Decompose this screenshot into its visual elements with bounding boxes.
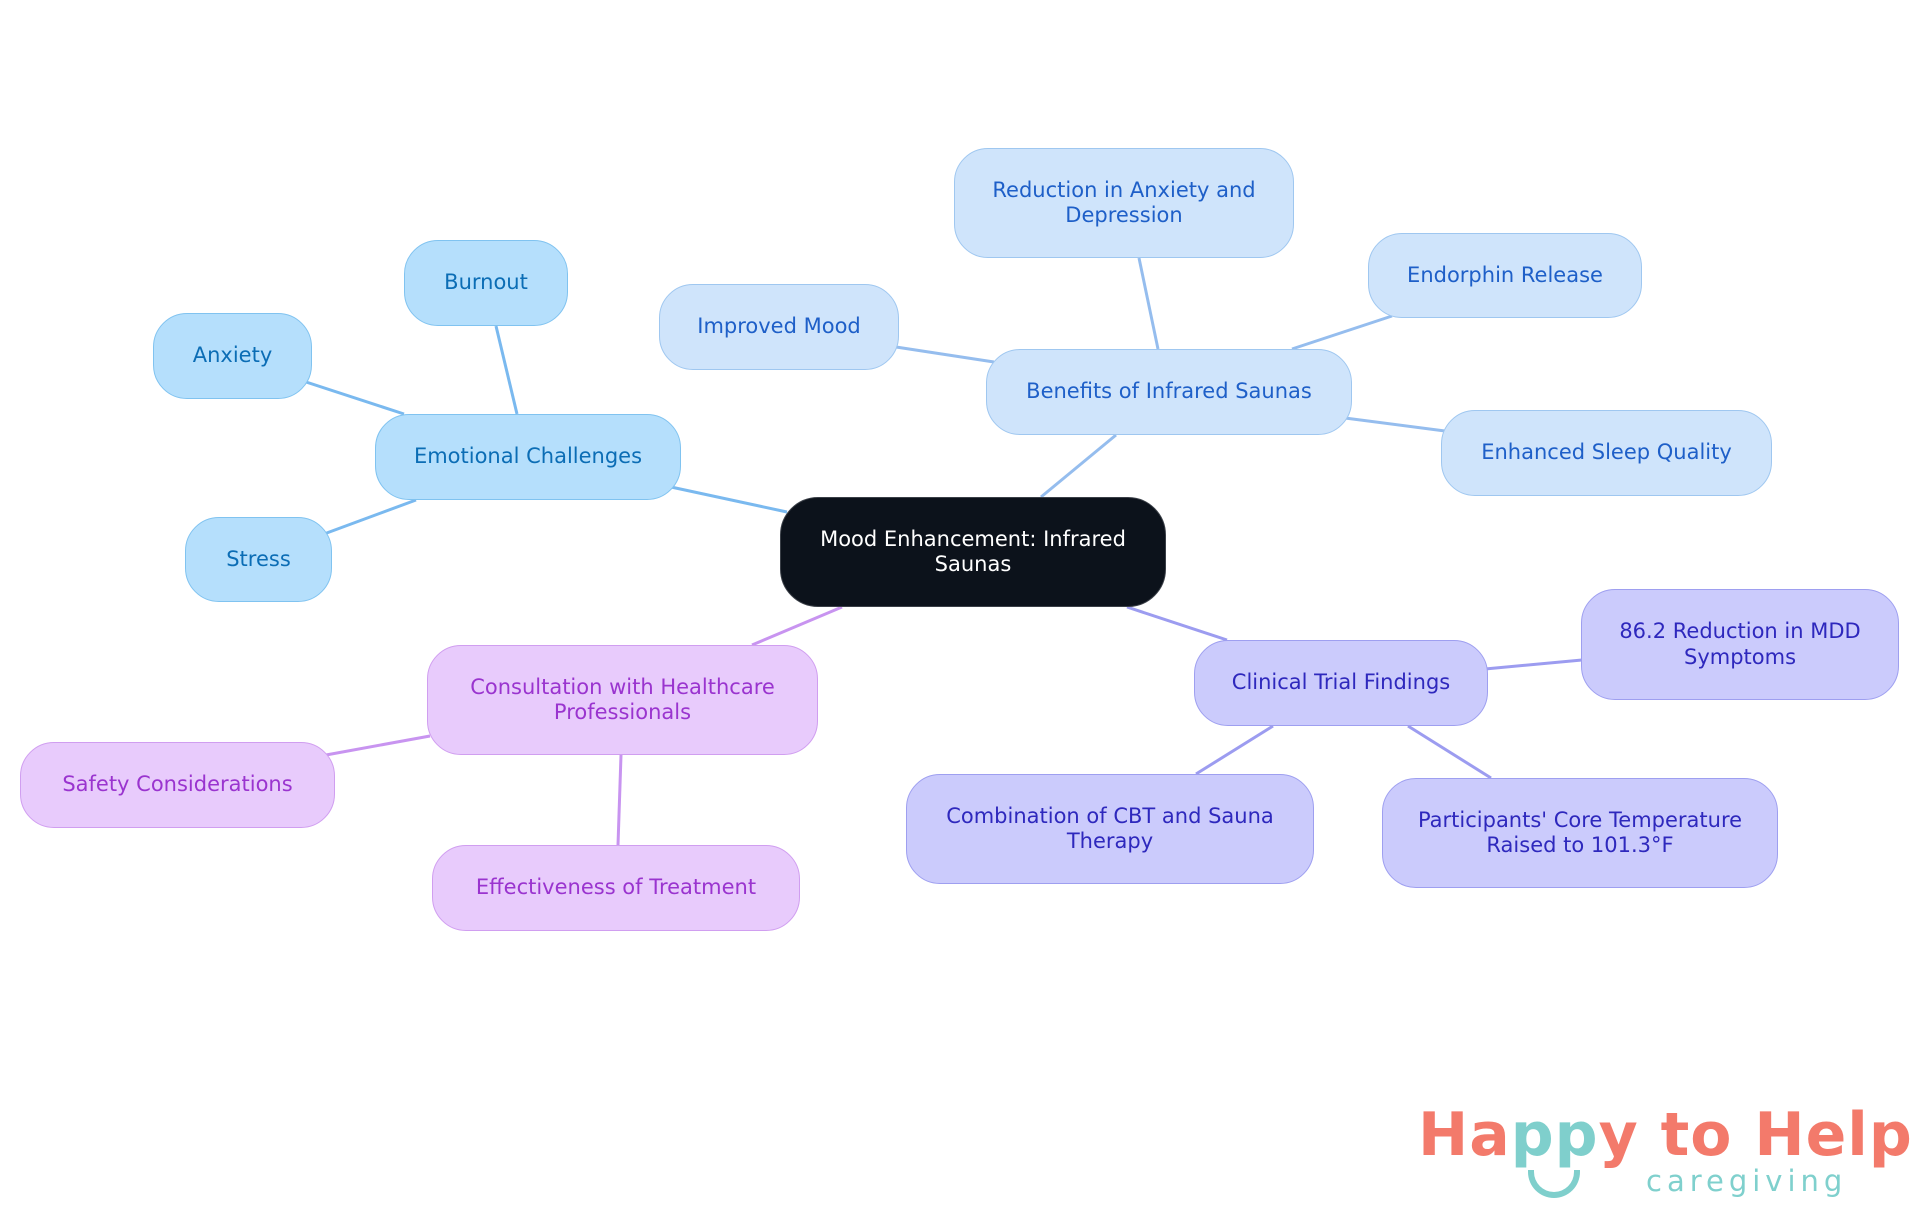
node-label: 86.2 Reduction in MDD Symptoms: [1619, 619, 1861, 669]
node-burnout: Burnout: [404, 240, 568, 326]
edge-consultation-effectiveness: [616, 754, 623, 846]
node-label: Reduction in Anxiety and Depression: [992, 177, 1256, 227]
smile-icon: [1528, 1170, 1580, 1198]
node-emotional-challenges: Emotional Challenges: [375, 414, 681, 500]
happy-to-help-logo: Happy to Help caregiving: [1418, 1100, 1912, 1200]
node-label: Endorphin Release: [1407, 262, 1603, 287]
edge-clinical-temp: [1407, 724, 1492, 780]
edge-root-consultation: [751, 605, 843, 647]
edge-root-emotional: [670, 485, 788, 514]
node-label: Consultation with Healthcare Professiona…: [470, 674, 775, 724]
node-effectiveness: Effectiveness of Treatment: [432, 845, 800, 931]
node-label: Effectiveness of Treatment: [475, 875, 757, 900]
edge-root-benefits: [1040, 433, 1117, 499]
node-clinical: Clinical Trial Findings: [1194, 640, 1488, 726]
node-improved-mood: Improved Mood: [659, 284, 899, 370]
edge-benefits-sleep: [1344, 416, 1446, 433]
node-label: Safety Considerations: [62, 772, 293, 797]
node-label: Burnout: [444, 270, 528, 295]
edge-benefits-mood: [895, 345, 995, 364]
node-label: Improved Mood: [697, 314, 861, 339]
node-anxiety: Anxiety: [153, 313, 312, 399]
edge-consultation-safety: [325, 734, 431, 757]
node-label: Combination of CBT and Sauna Therapy: [946, 803, 1274, 853]
node-cbt: Combination of CBT and Sauna Therapy: [906, 774, 1314, 884]
root-node: Mood Enhancement: Infrared Saunas: [780, 497, 1166, 607]
node-label: Benefits of Infrared Saunas: [1026, 379, 1312, 404]
node-benefits: Benefits of Infrared Saunas: [986, 349, 1352, 435]
logo-title: Happy to Help: [1418, 1100, 1913, 1170]
node-temperature: Participants' Core Temperature Raised to…: [1382, 778, 1778, 888]
node-label: Participants' Core Temperature Raised to…: [1417, 807, 1743, 857]
edge-benefits-endorphin: [1291, 314, 1393, 351]
edge-emotional-burnout: [494, 325, 519, 415]
node-sleep: Enhanced Sleep Quality: [1441, 410, 1772, 496]
node-label: Clinical Trial Findings: [1231, 670, 1451, 695]
node-label: Anxiety: [192, 343, 273, 368]
node-endorphin: Endorphin Release: [1368, 233, 1642, 318]
edge-clinical-mdd: [1484, 658, 1583, 671]
logo-subtitle: caregiving: [1646, 1164, 1848, 1198]
edge-clinical-cbt: [1195, 724, 1274, 776]
node-mdd: 86.2 Reduction in MDD Symptoms: [1581, 589, 1899, 700]
node-label: Emotional Challenges: [413, 444, 643, 469]
node-label: Enhanced Sleep Quality: [1481, 440, 1732, 465]
root-label: Mood Enhancement: Infrared Saunas: [820, 526, 1126, 576]
node-consultation: Consultation with Healthcare Professiona…: [427, 645, 818, 755]
node-label: Stress: [226, 546, 291, 571]
edge-emotional-anxiety: [305, 380, 405, 416]
node-reduction: Reduction in Anxiety and Depression: [954, 148, 1294, 258]
edge-benefits-reduction: [1137, 257, 1160, 350]
edge-emotional-stress: [323, 498, 417, 536]
node-safety: Safety Considerations: [20, 742, 335, 828]
edge-root-clinical: [1126, 605, 1228, 642]
node-stress: Stress: [185, 517, 332, 602]
